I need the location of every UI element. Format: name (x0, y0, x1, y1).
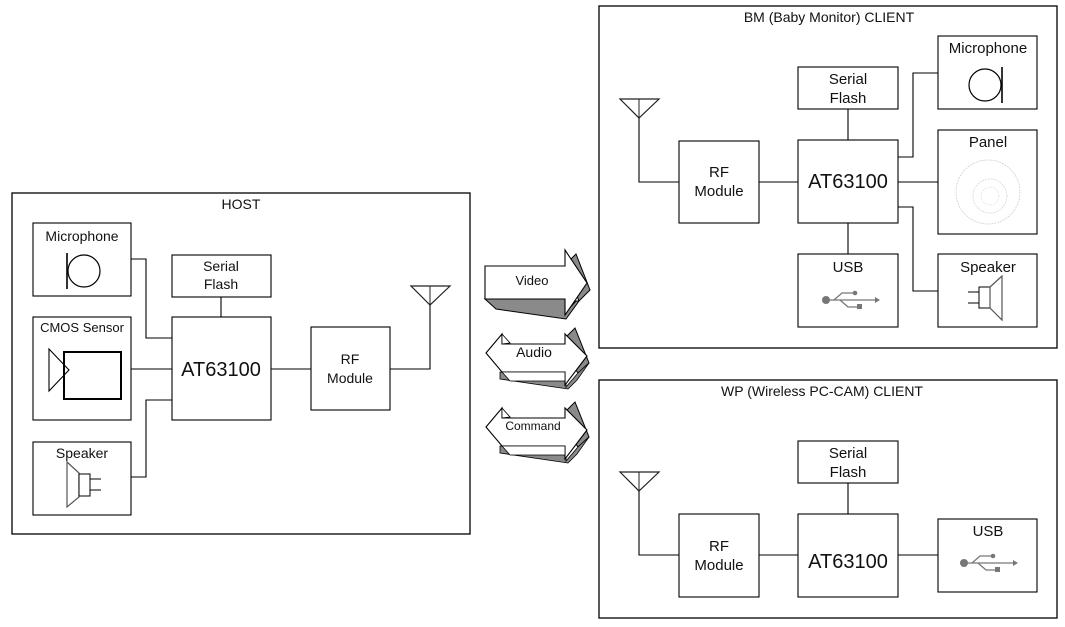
bm-speaker-block: Speaker (937, 253, 1038, 328)
host-cmos-label: CMOS Sensor (40, 320, 124, 335)
bm-panel-label: Panel (969, 134, 1007, 151)
wp-chip-label: AT63100 (808, 551, 888, 573)
wp-usb-label: USB (973, 523, 1004, 540)
bm-usb-block: USB (797, 253, 899, 328)
bm-rf-line1: RF (709, 164, 729, 181)
bm-flash-line1: Serial (829, 71, 867, 88)
host-chip-label: AT63100 (181, 359, 261, 381)
host-rf-line2: Module (327, 370, 373, 386)
bm-microphone-label: Microphone (949, 40, 1027, 57)
host-chip-box (171, 316, 272, 421)
wp-rf-box (678, 513, 760, 598)
wp-chip-box (797, 513, 899, 598)
wire-rf-antenna (390, 305, 431, 370)
bm-panel-box (937, 129, 1038, 235)
microphone-icon (968, 67, 1003, 103)
wp-usb-block: USB (937, 518, 1038, 593)
bm-speaker-label: Speaker (960, 259, 1016, 276)
usb-icon (822, 290, 880, 309)
bm-flash-line2: Flash (830, 90, 867, 107)
host-microphone-block: Microphone (32, 222, 132, 297)
host-speaker-block: Speaker (32, 441, 132, 516)
bm-usb-label: USB (833, 259, 864, 276)
link-arrows: Video Audio Command (483, 248, 591, 464)
wp-client-section: WP (Wireless PC-CAM) CLIENT RF Module Se… (598, 379, 1058, 619)
audio-label: Audio (516, 344, 552, 360)
speaker-icon (968, 274, 1003, 322)
command-arrow-icon: Command (485, 401, 590, 464)
host-section: HOST Microphone CMOS Sensor Speaker (11, 192, 471, 535)
wp-chip-block: AT63100 (797, 513, 899, 598)
host-flash-line1: Serial (203, 258, 239, 274)
wp-antenna-icon (618, 471, 661, 492)
wp-wire-antenna-rf (638, 491, 679, 556)
bm-microphone-block: Microphone (937, 35, 1038, 110)
bm-serial-flash-block: Serial Flash (797, 66, 899, 110)
bm-wire-chip-speaker (898, 206, 938, 292)
microphone-icon (66, 253, 101, 289)
bm-client-title: BM (Baby Monitor) CLIENT (744, 9, 915, 25)
bm-chip-label: AT63100 (808, 171, 888, 193)
host-microphone-box (32, 222, 132, 297)
wp-rf-line1: RF (709, 538, 729, 555)
audio-arrow-icon: Audio (485, 327, 590, 390)
bm-rf-line2: Module (694, 183, 743, 200)
command-label: Command (505, 419, 560, 433)
bm-usb-box (797, 253, 899, 328)
wire-mic-chip (131, 258, 172, 339)
wp-flash-line1: Serial (829, 445, 867, 462)
wire-speaker-chip (131, 399, 172, 478)
host-title: HOST (222, 196, 261, 212)
wp-client-title: WP (Wireless PC-CAM) CLIENT (721, 383, 923, 399)
bm-serial-flash-box (797, 66, 899, 110)
wp-serial-flash-box (797, 440, 899, 484)
bm-antenna-icon (618, 98, 661, 119)
bm-wire-chip-mic (898, 72, 938, 158)
bm-rf-block: RF Module (678, 140, 760, 224)
camera-icon (48, 347, 122, 400)
bm-chip-block: AT63100 (797, 139, 899, 224)
host-microphone-label: Microphone (45, 228, 118, 244)
host-flash-line2: Flash (204, 276, 238, 292)
video-label: Video (515, 273, 548, 288)
host-rf-box (310, 326, 391, 411)
bm-panel-block: Panel (937, 129, 1038, 235)
wp-rf-line2: Module (694, 557, 743, 574)
bm-client-section: BM (Baby Monitor) CLIENT RF Module Seria… (598, 5, 1058, 349)
panel-display-icon (955, 159, 1021, 225)
wp-flash-line2: Flash (830, 464, 867, 481)
host-rf-line1: RF (341, 351, 360, 367)
wp-serial-flash-block: Serial Flash (797, 440, 899, 484)
host-cmos-block: CMOS Sensor (32, 316, 132, 421)
bm-rf-box (678, 140, 760, 224)
bm-microphone-box (937, 35, 1038, 110)
host-antenna-icon (409, 285, 452, 306)
host-rf-block: RF Module (310, 326, 391, 411)
host-chip-block: AT63100 (171, 316, 272, 421)
host-serial-flash-block: Serial Flash (171, 254, 272, 298)
wp-rf-block: RF Module (678, 513, 760, 598)
video-arrow-icon: Video (483, 248, 591, 320)
usb-icon (960, 553, 1018, 572)
speaker-icon (66, 460, 101, 509)
bm-chip-box (797, 139, 899, 224)
bm-wire-antenna-rf (638, 118, 679, 183)
host-speaker-label: Speaker (56, 445, 108, 461)
